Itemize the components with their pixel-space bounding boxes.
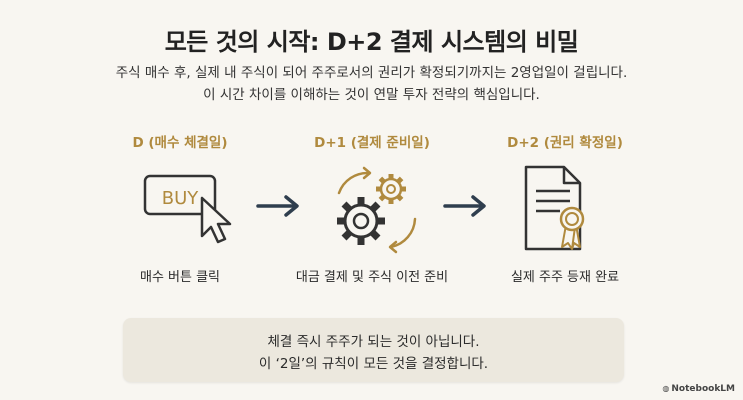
subtitle-line-2: 이 시간 차이를 이해하는 것이 연말 투자 전략의 핵심입니다. [203, 87, 540, 103]
brand-watermark: ◍NotebookLM [662, 384, 735, 394]
page-title: 모든 것의 시작: D+2 결제 시스템의 비밀 [164, 28, 579, 56]
step-desc-d: 매수 버튼 클릭 [139, 270, 221, 285]
step-desc-d2: 실제 주주 등재 완료 [510, 270, 620, 285]
step-label-d: D (매수 체결일) [132, 135, 228, 151]
step-desc-d1: 대금 결제 및 주식 이전 준비 [295, 270, 449, 285]
subtitle-line-1: 주식 매수 후, 실제 내 주식이 되어 주주로서의 권리가 확정되기까지는 2… [115, 65, 628, 81]
callout-line-2: 이 ‘2일’의 규칙이 모든 것을 결정합니다. [258, 356, 489, 372]
callout-line-1: 체결 즉시 주주가 되는 것이 아닙니다. [267, 334, 480, 350]
brand-name: NotebookLM [671, 384, 735, 394]
certificate-document-icon [524, 165, 585, 251]
arrow-right-icon [443, 195, 486, 217]
buy-click-icon: BUY [143, 174, 232, 244]
step-label-d1: D+1 (결제 준비일) [314, 135, 430, 151]
step-label-d2: D+2 (권리 확정일) [507, 135, 623, 151]
gears-icon [337, 166, 417, 254]
callout-box: 체결 즉시 주주가 되는 것이 아닙니다. 이 ‘2일’의 규칙이 모든 것을 … [123, 318, 624, 382]
buy-text: BUY [162, 188, 200, 209]
notebooklm-logo-icon: ◍ [662, 384, 670, 393]
arrow-right-icon [256, 195, 299, 217]
